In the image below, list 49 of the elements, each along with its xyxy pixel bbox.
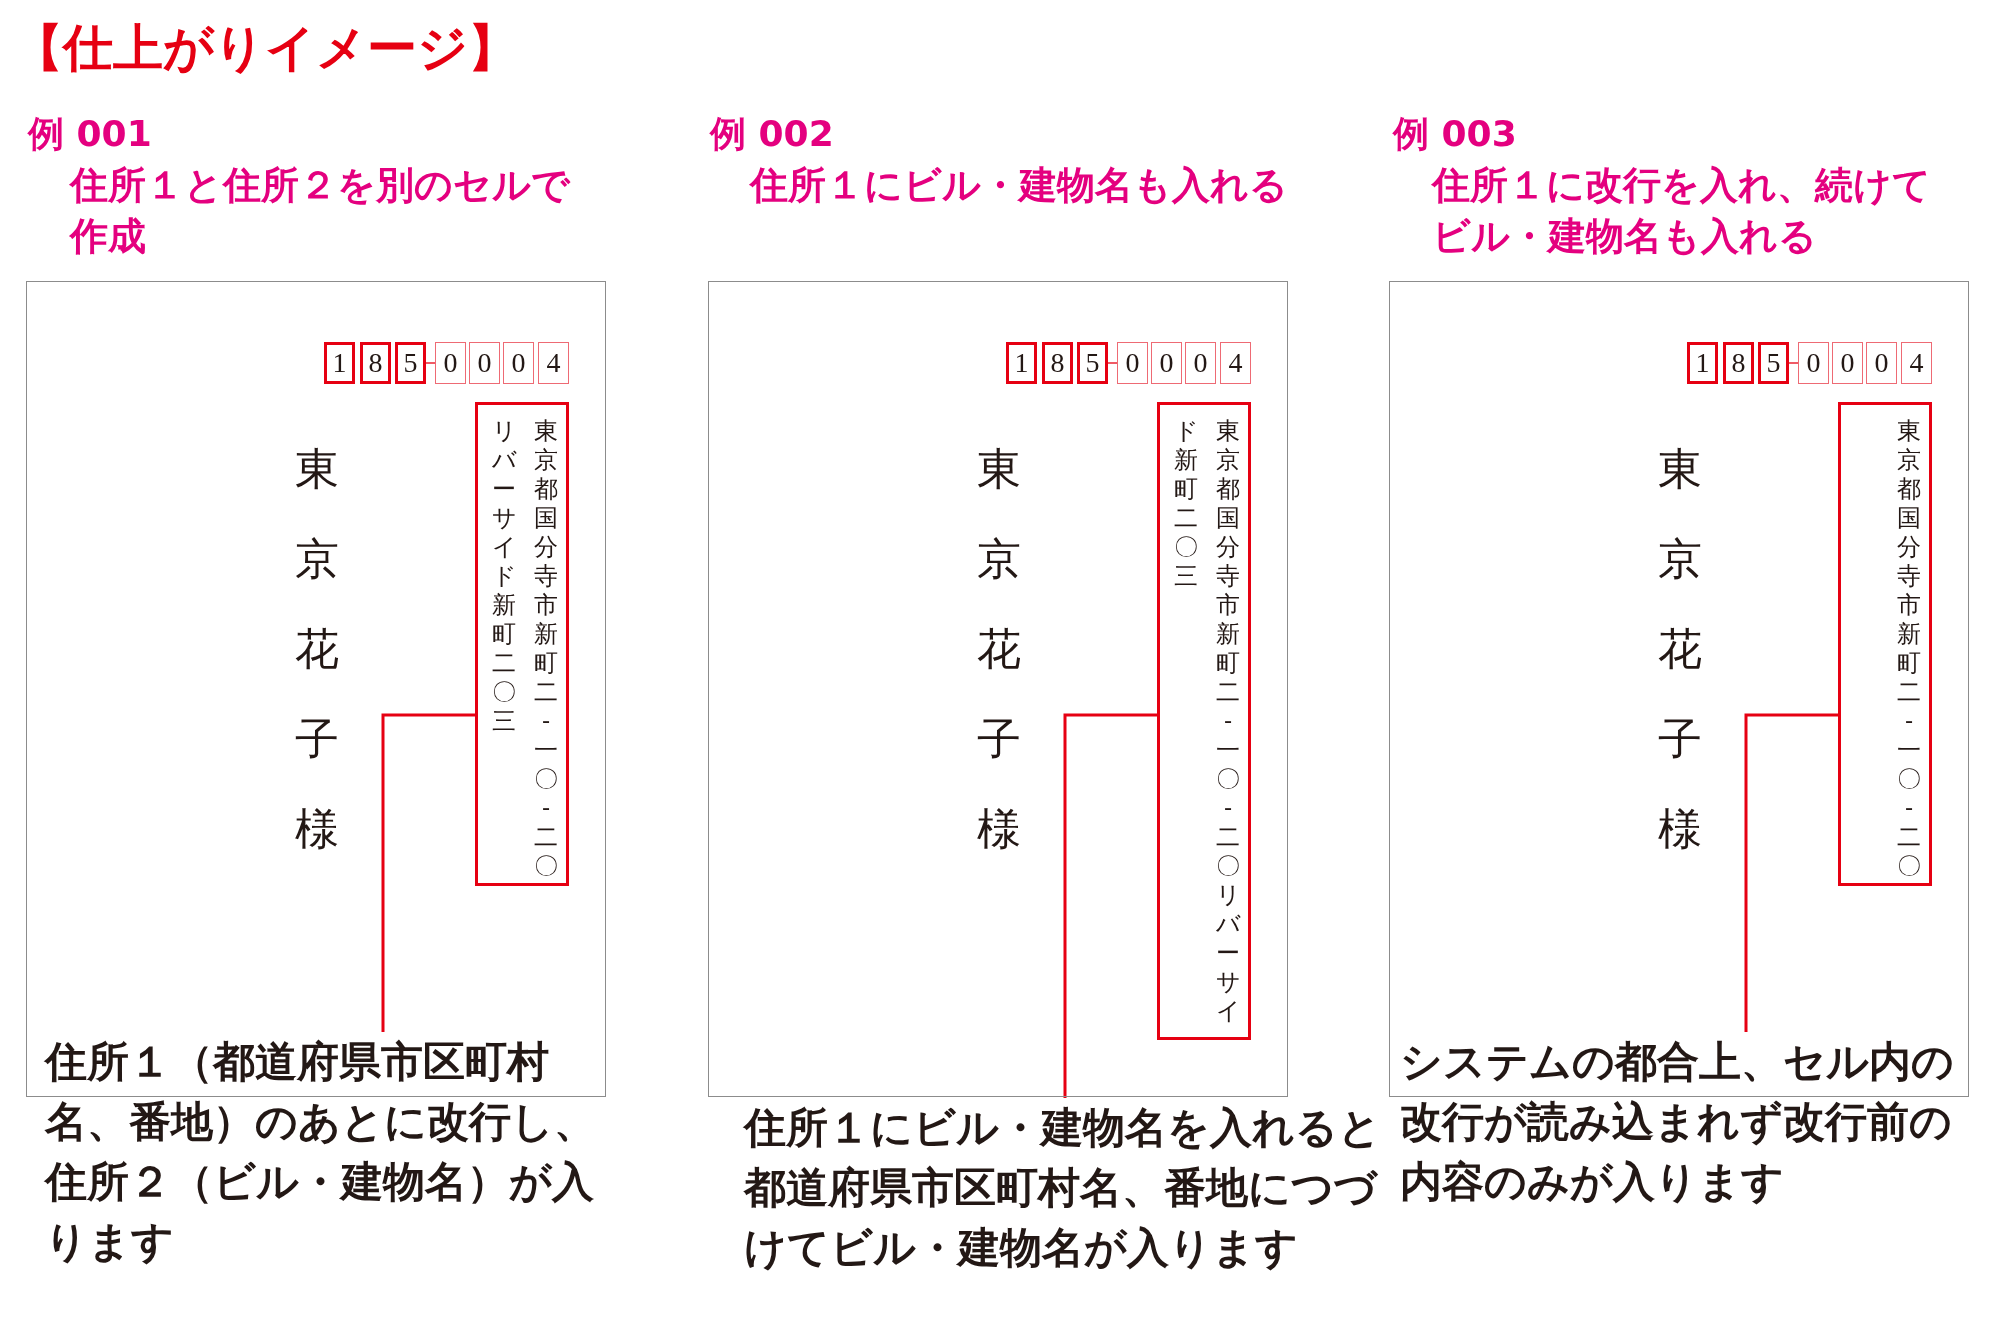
leader-line	[381, 713, 475, 1032]
postal-code-box: 8	[1042, 342, 1073, 384]
address-text: 東京都国分寺市新町二-一〇-二〇リバーサイド新町二〇三	[491, 417, 559, 881]
postal-code-box: 0	[1151, 342, 1182, 384]
postal-code-box: 4	[1220, 342, 1251, 384]
title: 【仕上がりイメージ】	[13, 18, 518, 78]
postal-code-box: 5	[395, 342, 426, 384]
postal-code-box: 1	[1006, 342, 1037, 384]
postal-code-box: 8	[360, 342, 391, 384]
addressee-name: 東京花子様	[295, 442, 339, 856]
address-box	[475, 402, 569, 886]
postal-code-box: 0	[1866, 342, 1897, 384]
postal-code-box: 4	[538, 342, 569, 384]
postal-code-box: 4	[1901, 342, 1932, 384]
postcard	[708, 281, 1288, 1097]
postal-code-box: 5	[1758, 342, 1789, 384]
annotation-text: システムの都合上、セル内の改行が読み込まれず改行前の内容のみが入ります	[1400, 1032, 1965, 1212]
addressee-name: 東京花子様	[977, 442, 1021, 856]
postal-code-box: 0	[1185, 342, 1216, 384]
annotation-text: 住所１（都道府県市区町村名、番地）のあとに改行し、住所２（ビル・建物名）が入ります	[45, 1032, 605, 1272]
example-description: 住所１に改行を入れ、続けてビル・建物名も入れる	[1432, 162, 1932, 260]
annotation-text: 住所１にビル・建物名を入れると都道府県市区町村名、番地につづけてビル・建物名が入ります	[744, 1098, 1384, 1278]
postal-code-box: 8	[1723, 342, 1754, 384]
address-text: 東京都国分寺市新町二-一〇-二〇	[1896, 417, 1922, 881]
hyphen-line	[1107, 362, 1118, 364]
example-number: 例 002	[710, 112, 834, 156]
address-box	[1838, 402, 1932, 886]
postcard	[26, 281, 606, 1097]
postal-code-box: 5	[1077, 342, 1108, 384]
leader-line	[1063, 713, 1157, 1098]
hyphen-line	[1788, 362, 1799, 364]
example-description: 住所１にビル・建物名も入れる	[750, 162, 1289, 209]
address-box	[1157, 402, 1251, 1040]
postal-code-box: 0	[1117, 342, 1148, 384]
hyphen-line	[425, 362, 436, 364]
postcard	[1389, 281, 1969, 1097]
postal-code-box: 1	[1687, 342, 1718, 384]
example-number: 例 001	[28, 112, 152, 156]
addressee-name: 東京花子様	[1658, 442, 1702, 856]
postal-code-box: 0	[469, 342, 500, 384]
postal-code-box: 0	[1832, 342, 1863, 384]
leader-line	[1744, 713, 1838, 1032]
address-text: 東京都国分寺市新町二-一〇-二〇リバーサイド新町二〇三	[1173, 417, 1241, 1026]
example-description: 住所１と住所２を別のセルで作成	[70, 162, 570, 260]
postal-code-box: 0	[1798, 342, 1829, 384]
postal-code-box: 0	[503, 342, 534, 384]
postal-code-box: 1	[324, 342, 355, 384]
postal-code-box: 0	[435, 342, 466, 384]
example-number: 例 003	[1393, 112, 1517, 156]
